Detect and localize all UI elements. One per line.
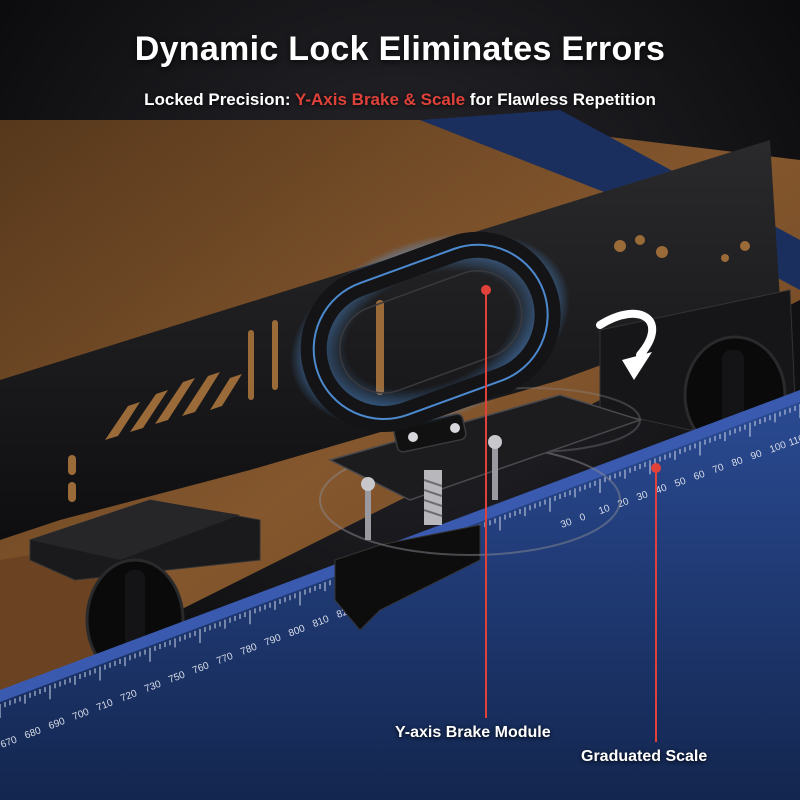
headline: Dynamic Lock Eliminates Errors xyxy=(134,30,666,68)
spring-assembly xyxy=(361,435,502,540)
scale-rear-label-7: 60 xyxy=(692,469,707,483)
scale-rear-label-0: 30 xyxy=(559,517,574,531)
callout-scale-label: Graduated Scale xyxy=(581,748,708,765)
subheadline: Locked Precision: Y-Axis Brake & Scale f… xyxy=(0,90,800,110)
scale-rear-label-9: 80 xyxy=(730,455,745,469)
scale-rear-label-8: 70 xyxy=(711,462,726,476)
rotation-arrow-icon xyxy=(596,309,657,380)
scale-rear-label-11: 100 xyxy=(768,439,788,455)
callout-scale-line xyxy=(651,463,661,742)
left-bracket-top xyxy=(30,500,240,560)
subheadline-prefix: Locked Precision: xyxy=(144,90,295,109)
scale-rear-label-5: 40 xyxy=(654,482,669,496)
scale-rear-label-1: 0 xyxy=(578,512,587,524)
callout-brake-line xyxy=(481,285,491,718)
callout-brake-label: Y-axis Brake Module xyxy=(395,724,551,741)
subheadline-highlight: Y-Axis Brake & Scale xyxy=(294,90,466,109)
scale-rear-label-10: 90 xyxy=(749,448,764,462)
scale-rear-label-2: 10 xyxy=(597,503,612,517)
scale-rear-label-4: 30 xyxy=(635,489,650,503)
brake-slider-block xyxy=(334,524,481,631)
subheadline-suffix: for Flawless Repetition xyxy=(465,90,656,109)
frame-beam-back xyxy=(420,110,800,290)
scale-rear-label-6: 50 xyxy=(673,476,688,490)
scale-rear-label-12: 110 xyxy=(787,433,800,449)
lock-ring xyxy=(290,231,570,432)
plate-slots xyxy=(68,235,750,502)
